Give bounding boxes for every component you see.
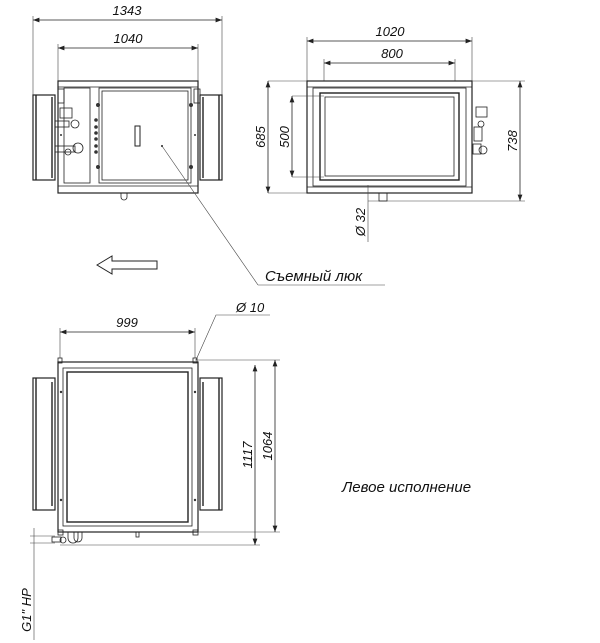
top-view: 999 Ø 10 1117 1064 G1" HP — [19, 300, 280, 640]
service-panel — [63, 87, 91, 184]
dim-label-g1: G1" HP — [19, 588, 34, 632]
top-panel — [66, 371, 189, 523]
duct-opening — [319, 92, 460, 181]
dim-label-1040: 1040 — [114, 31, 144, 46]
removable-hatch — [98, 87, 192, 184]
dim-label-738: 738 — [505, 129, 520, 151]
duct-flange-left — [32, 94, 56, 181]
handle-icon — [134, 125, 141, 147]
dim-label-1117: 1117 — [240, 441, 255, 469]
duct-flange-left-top — [32, 377, 56, 511]
side-view: 1020 800 685 500 738 Ø 32 — [253, 24, 525, 242]
unit-body — [57, 80, 199, 194]
hatch-leader-line — [161, 145, 259, 286]
unit-body-top — [57, 361, 199, 533]
dim-label-999: 999 — [116, 315, 138, 330]
dim-label-d10: Ø 10 — [235, 300, 265, 315]
drain-pipe-side — [378, 192, 388, 202]
dim-label-d32: Ø 32 — [353, 207, 368, 237]
valve-assembly — [54, 88, 201, 156]
pipe-connections — [51, 531, 140, 544]
variant-label: Левое исполнение — [341, 479, 471, 496]
duct-flange-right-top — [199, 377, 223, 511]
dim-label-685: 685 — [253, 125, 268, 147]
dim-label-500: 500 — [277, 125, 292, 147]
unit-body-side — [306, 80, 473, 194]
dim-label-1020: 1020 — [376, 24, 406, 39]
dim-label-1343: 1343 — [113, 3, 143, 18]
duct-flange-right — [199, 94, 223, 181]
dim-label-1064: 1064 — [260, 432, 275, 461]
dim-label-800: 800 — [381, 46, 403, 61]
drain-pipe — [120, 193, 128, 201]
hatch-label: Съемный люк — [265, 268, 363, 285]
hole-leader-line — [195, 314, 270, 361]
front-view: 1343 1040 Съемный люк — [32, 3, 385, 286]
arrow-left-icon — [96, 255, 158, 275]
valve-assembly-side — [472, 106, 488, 155]
